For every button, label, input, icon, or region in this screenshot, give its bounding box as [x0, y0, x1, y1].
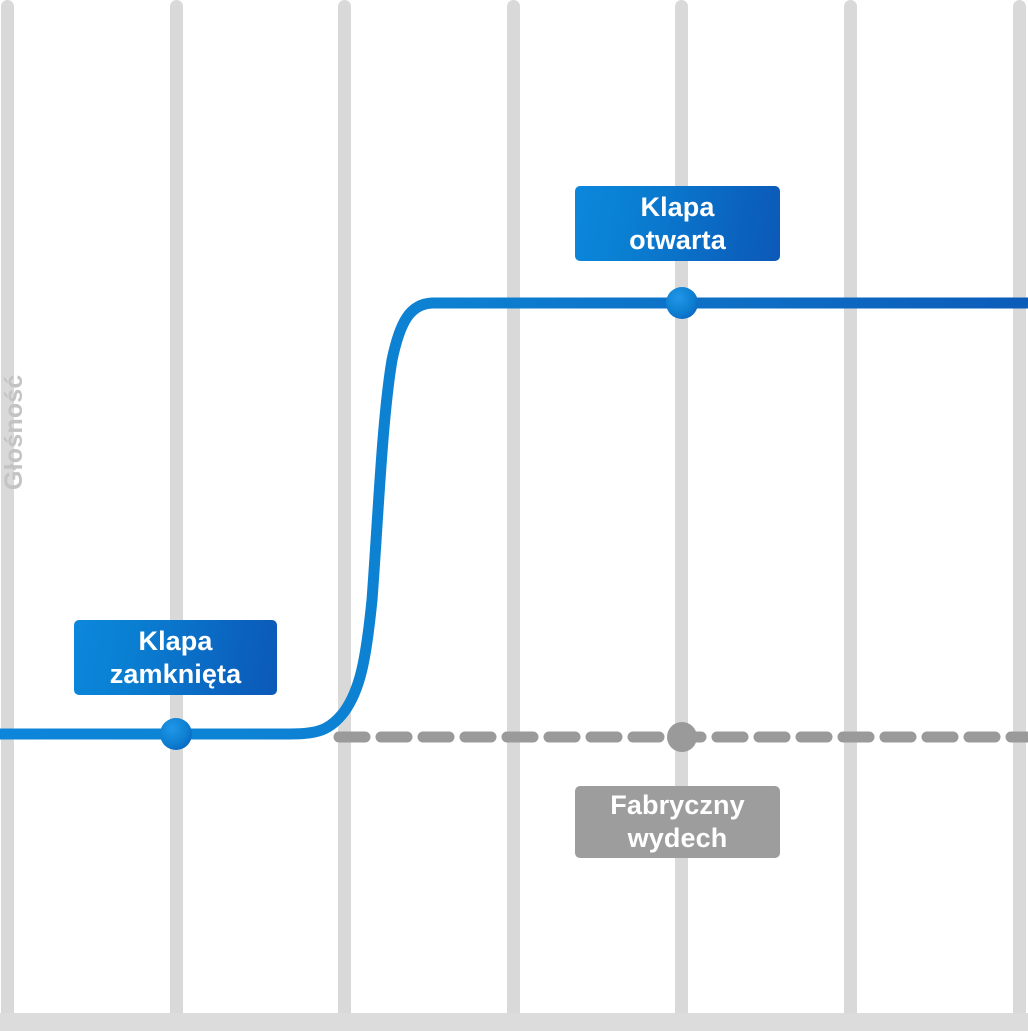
annotation-stock-exhaust-text: Fabryczny wydech: [610, 789, 744, 855]
annotation-stock-exhaust-line1: Fabryczny: [610, 790, 745, 820]
annotation-valve-closed-text: Klapa zamknięta: [110, 625, 241, 691]
marker-stock-exhaust: [667, 722, 697, 752]
y-axis-title: Głośność: [0, 374, 28, 490]
annotation-valve-open[interactable]: Klapa otwarta: [575, 186, 780, 261]
marker-valve-open: [666, 287, 698, 319]
gridline-2: [170, 0, 183, 1019]
annotation-stock-exhaust[interactable]: Fabryczny wydech: [575, 786, 780, 858]
gridline-4: [507, 0, 520, 1019]
gridline-6: [844, 0, 857, 1019]
annotation-valve-open-line2: otwarta: [629, 224, 726, 255]
annotation-valve-open-text: Klapa otwarta: [629, 191, 726, 257]
gridline-7: [1013, 0, 1026, 1019]
annotation-valve-closed[interactable]: Klapa zamknięta: [74, 620, 277, 695]
annotation-valve-closed-line1: Klapa: [138, 625, 213, 656]
axis-baseline: [0, 1013, 1028, 1031]
gridline-3: [338, 0, 351, 1019]
marker-valve-closed: [160, 718, 192, 750]
gridline-1: [1, 0, 14, 1019]
annotation-valve-closed-line2: zamknięta: [109, 658, 242, 689]
series-valve-curve: [0, 297, 1028, 740]
annotation-stock-exhaust-line2: wydech: [627, 823, 728, 853]
annotation-valve-open-line1: Klapa: [640, 191, 715, 222]
